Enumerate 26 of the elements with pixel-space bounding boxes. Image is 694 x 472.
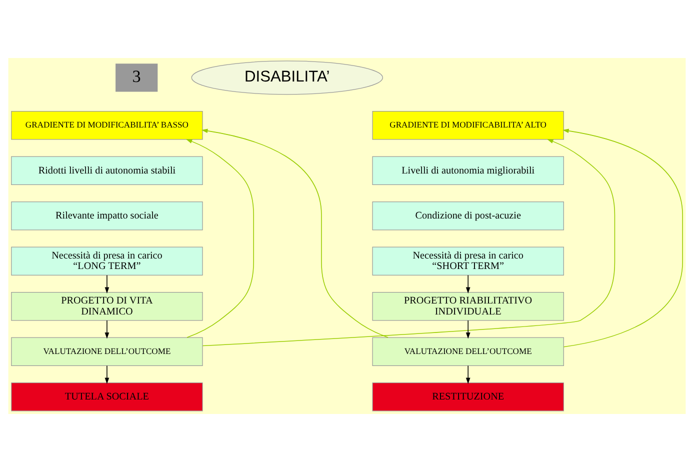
arrow — [466, 365, 470, 384]
label: 3 — [132, 67, 141, 86]
node-box: Rilevante impatto sociale — [11, 202, 203, 230]
node-box: RESTITUZIONE — [372, 382, 564, 412]
node-box: Condizione di post-acuzie — [372, 202, 564, 230]
arrow — [466, 274, 470, 294]
node-box: TUTELA SOCIALE — [11, 382, 203, 412]
node-box: GRADIENTE DI MODIFICABILITA’ BASSO — [11, 111, 203, 140]
node-box: Livelli di autonomia migliorabili — [372, 156, 564, 185]
arrow — [466, 320, 470, 339]
arrow — [202, 139, 616, 346]
node-ellipse: DISABILITA’ — [191, 60, 383, 95]
arrow — [104, 320, 110, 339]
node-box: PROGETTO DI VITA DINAMICO — [11, 292, 203, 321]
arrow — [201, 128, 388, 338]
arrow — [186, 139, 254, 338]
node-box: Necessità di presa in carico “SHORT TERM” — [372, 246, 564, 276]
node-box: GRADIENTE DI MODIFICABILITA’ ALTO — [372, 111, 564, 140]
node-box: Ridotti livelli di autonomia stabili — [11, 156, 203, 185]
arrow — [104, 365, 110, 384]
node-box: Necessità di presa in carico “LONG TERM” — [11, 246, 203, 276]
node-box: PROGETTO RIABILITATIVO INDIVIDUALE — [372, 292, 564, 321]
arrow — [104, 274, 110, 294]
node-box: VALUTAZIONE DELL’OUTCOME — [11, 337, 203, 366]
arrow — [562, 128, 683, 348]
node-box: VALUTAZIONE DELL’OUTCOME — [372, 337, 564, 366]
